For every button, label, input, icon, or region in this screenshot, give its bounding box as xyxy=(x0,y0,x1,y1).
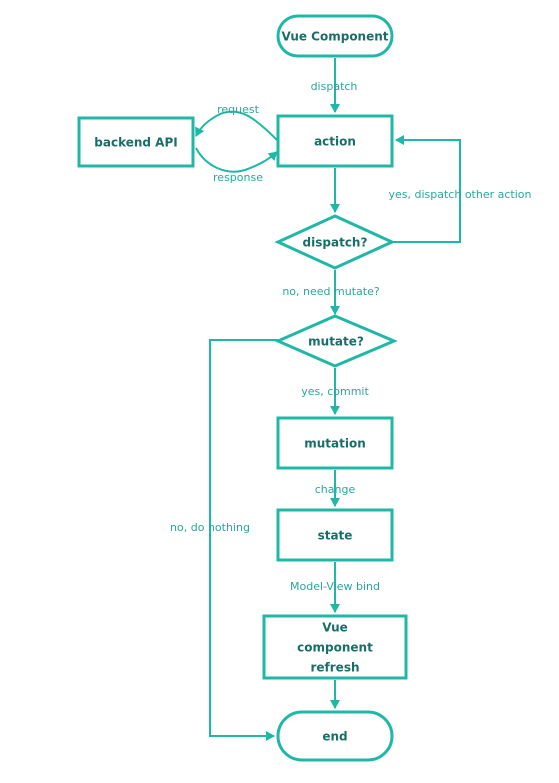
edge-label-yes-dispatch-other: yes, dispatch other action xyxy=(389,188,532,201)
node-mutation-label: mutation xyxy=(304,437,366,451)
node-component-refresh-line2: component xyxy=(297,641,373,655)
edge-label-change: change xyxy=(315,483,356,496)
node-backend-api-label: backend API xyxy=(94,136,177,150)
edge-label-yes-commit: yes, commit xyxy=(301,385,369,398)
edge-label-request: request xyxy=(217,103,260,116)
edge-labels: dispatch request response yes, dispatch … xyxy=(170,80,531,593)
node-dispatch-decision-label: dispatch? xyxy=(303,236,368,250)
node-backend-api xyxy=(77,116,195,168)
node-component-refresh xyxy=(262,614,408,680)
node-end-label: end xyxy=(322,730,347,744)
edge-label-dispatch: dispatch xyxy=(311,80,358,93)
node-end xyxy=(276,710,394,762)
edge-request xyxy=(195,110,278,141)
edges xyxy=(195,58,461,741)
node-mutation xyxy=(276,416,394,470)
edge-label-response: response xyxy=(213,171,263,184)
node-mutate-decision-label: mutate? xyxy=(308,335,364,349)
node-action-label: action xyxy=(314,135,356,149)
node-vue-component xyxy=(276,14,394,58)
node-vue-component-label: Vue Component xyxy=(281,30,388,44)
edge-dispatch-loop xyxy=(392,135,461,243)
edge-label-no-need-mutate: no, need mutate? xyxy=(282,285,380,298)
node-state-label: state xyxy=(318,529,353,543)
node-component-refresh-line3: refresh xyxy=(310,661,359,675)
node-dispatch-decision xyxy=(274,214,396,270)
edge-no-do-nothing xyxy=(209,339,278,741)
node-component-refresh-line1: Vue xyxy=(322,621,348,635)
edge-label-no-do-nothing: no, do nothing xyxy=(170,521,250,534)
edge-label-model-view-bind: Model-View bind xyxy=(290,580,380,593)
node-state xyxy=(276,508,394,562)
edge-response xyxy=(195,147,278,173)
node-action xyxy=(276,114,394,168)
nodes: Vue Component action backend API dispatc… xyxy=(77,14,408,762)
node-mutate-decision xyxy=(274,314,398,368)
